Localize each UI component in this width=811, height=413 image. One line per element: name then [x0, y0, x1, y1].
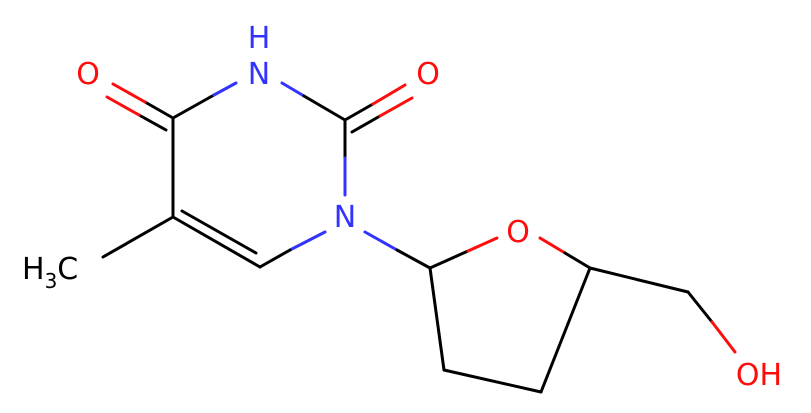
- bond-c4-o-2: [137, 113, 168, 132]
- bond-c2-o-2: [350, 114, 382, 134]
- ring-nitrogen-label: N: [334, 200, 356, 235]
- bond-c1p-o-o-half: [466, 236, 499, 253]
- oxygen-left-label: O: [76, 57, 100, 92]
- bond-c4p-c5p: [588, 266, 690, 294]
- methyl-subscript: 3: [45, 269, 58, 293]
- bond-c6-c5-inner: [180, 209, 258, 255]
- bond-c4p-c3p: [539, 266, 592, 394]
- bond-c1p-o: [428, 249, 470, 270]
- carbonyl-bonds: [105, 82, 414, 134]
- nh-nitrogen-label: N: [248, 57, 270, 92]
- bond-c2p-c1p: [428, 266, 446, 372]
- bond-c3p-c2p: [442, 368, 543, 394]
- bond-c4-o-2-o-half: [105, 95, 141, 117]
- bond-c2-o-2-o-half: [378, 96, 414, 118]
- bond-n3-c2: [302, 94, 347, 122]
- nh-hydrogen-label: H: [248, 21, 271, 56]
- pyrimidine-ring-bonds: [171, 81, 347, 269]
- oxygen-right-label: O: [416, 57, 440, 92]
- bond-n1-c1p-n-half: [363, 230, 399, 252]
- bond-n1-c6-n-half: [288, 230, 327, 252]
- bond-c4-o-o-half: [111, 82, 147, 104]
- bond-o-c4p: [563, 251, 592, 270]
- bond-n1-c6: [258, 248, 292, 269]
- bond-c5-methyl: [101, 215, 175, 259]
- bond-n3-c2-n-half: [280, 81, 306, 98]
- bond-n1-c1p: [395, 248, 432, 270]
- bond-c5p-o-o-half: [710, 320, 737, 354]
- furan-oxygen-label: O: [506, 215, 530, 250]
- methyl-label: H3C: [22, 252, 78, 293]
- furanose-ring-bonds: [428, 236, 592, 394]
- bond-c4-n3-n-half: [212, 81, 238, 97]
- bond-o-c4p-o-half: [538, 236, 567, 255]
- hydroxyl-label: OH: [736, 358, 782, 393]
- bond-c4-o: [143, 100, 175, 120]
- bond-c4-n3: [171, 93, 216, 120]
- methyl-h: H: [22, 252, 45, 287]
- bond-c2-o: [343, 102, 375, 122]
- bond-c5p-o: [686, 290, 714, 324]
- bond-c6-c5: [171, 215, 262, 269]
- bond-c2-o-o-half: [371, 83, 407, 106]
- methyl-c: C: [57, 252, 78, 287]
